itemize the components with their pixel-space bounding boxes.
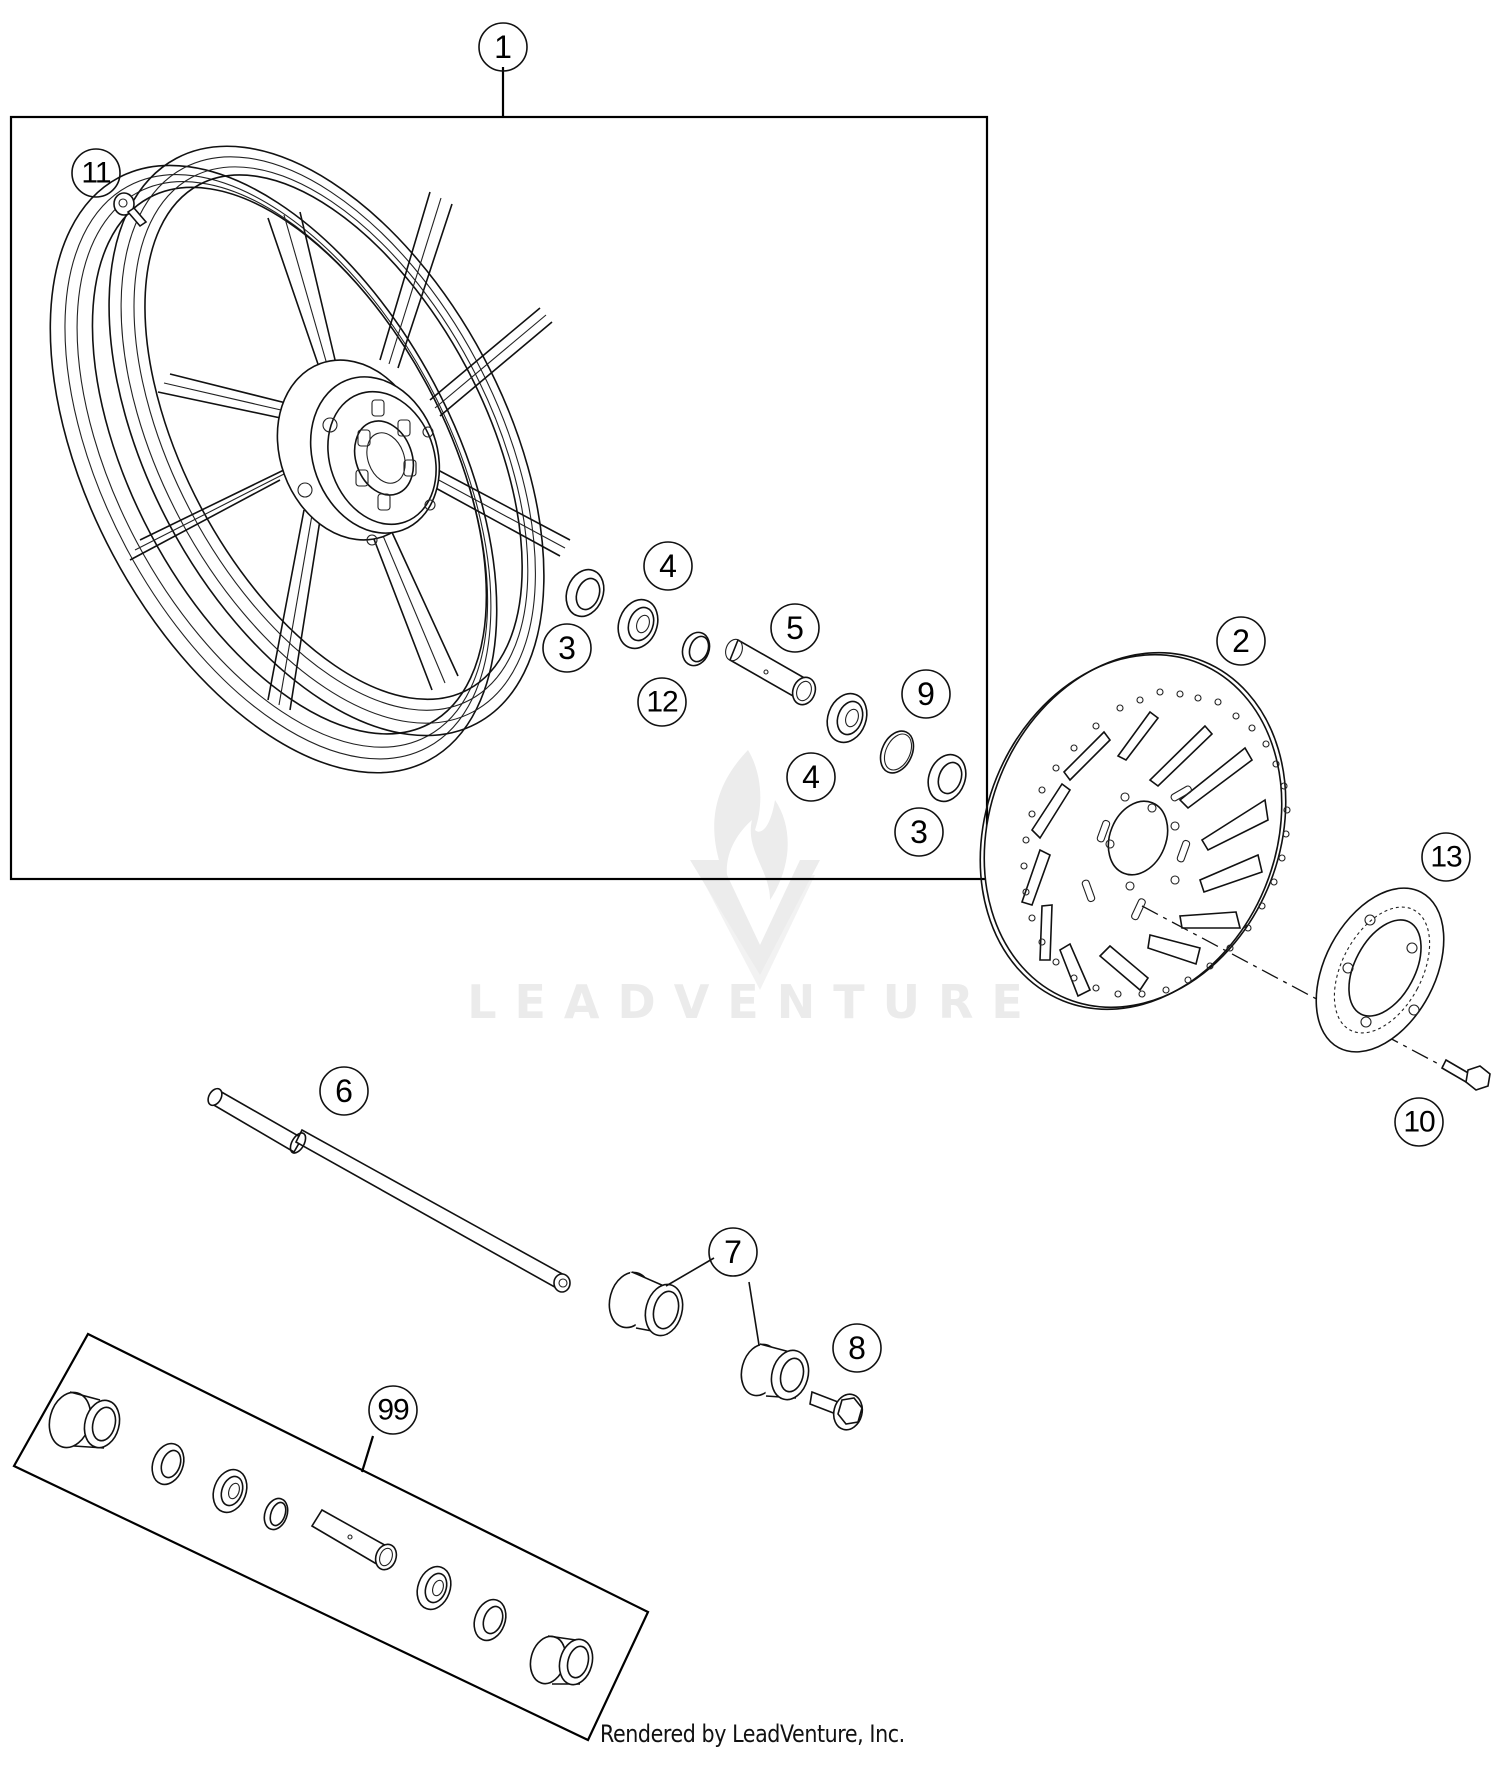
callout-4-left[interactable]: 4: [643, 541, 693, 591]
callout-5[interactable]: 5: [770, 603, 820, 653]
wheel-spindle-drawing: [207, 1087, 571, 1293]
spacer-left-drawing: [608, 1271, 684, 1337]
callout-10[interactable]: 10: [1394, 1097, 1444, 1147]
spacer-sleeve-drawing: [725, 638, 817, 706]
svg-text:3: 3: [558, 630, 576, 666]
callout-8[interactable]: 8: [832, 1323, 882, 1373]
svg-text:6: 6: [335, 1073, 353, 1109]
svg-text:3: 3: [910, 814, 928, 850]
svg-text:10: 10: [1403, 1106, 1435, 1139]
valve-drawing: [113, 192, 148, 228]
wheel-spokes: [129, 191, 571, 711]
svg-text:9: 9: [917, 676, 935, 712]
spacer-ring-drawing: [681, 631, 711, 667]
bearing-kit-frame: [12, 1332, 650, 1742]
svg-text:11: 11: [81, 157, 110, 190]
disc-drill-holes: [1020, 688, 1291, 998]
front-wheel-drawing: [49, 145, 545, 774]
right-shaft-seal-drawing: [927, 753, 967, 803]
brake-disc-drawing: [979, 651, 1291, 1011]
snap-ring-drawing: [879, 730, 915, 774]
footer-credit: Rendered by LeadVenture, Inc.: [600, 1720, 905, 1748]
right-bearing-drawing: [826, 692, 868, 744]
watermark-text: LEADVENTURE: [467, 975, 1041, 1029]
callout-11[interactable]: 11: [71, 148, 121, 198]
left-bearing-drawing: [617, 598, 659, 650]
bearing-kit-parts: [48, 1391, 594, 1686]
callout-2[interactable]: 2: [1216, 616, 1266, 666]
callout-1[interactable]: 1: [478, 22, 528, 72]
callout-3-right[interactable]: 3: [894, 807, 944, 857]
callout-12[interactable]: 12: [637, 677, 687, 727]
collar-screw-drawing: [809, 1390, 864, 1431]
flame-logo-icon: [690, 750, 820, 990]
callouts: 1 2 3 3 4 4 5 6: [71, 22, 1471, 1435]
callout-6[interactable]: 6: [319, 1066, 369, 1116]
left-shaft-seal-drawing: [565, 568, 605, 618]
svg-text:5: 5: [786, 610, 804, 646]
wheel-assembly-frame: [9, 67, 989, 881]
leadventure-watermark: LEADVENTURE: [467, 750, 1041, 1029]
svg-text:1: 1: [494, 29, 512, 65]
svg-text:12: 12: [646, 686, 678, 719]
callout-7[interactable]: 7: [708, 1227, 758, 1277]
svg-text:99: 99: [377, 1394, 409, 1427]
svg-text:2: 2: [1232, 623, 1250, 659]
callout-9[interactable]: 9: [901, 669, 951, 719]
disc-screw-drawing: [1440, 1058, 1491, 1091]
svg-text:4: 4: [659, 548, 677, 584]
svg-text:4: 4: [802, 759, 820, 795]
callout-7-leaders: [665, 1257, 760, 1346]
svg-text:7: 7: [724, 1234, 742, 1270]
svg-text:13: 13: [1430, 841, 1462, 874]
wheel-hub: [276, 359, 441, 546]
callout-3-left[interactable]: 3: [542, 623, 592, 673]
svg-text:8: 8: [848, 1330, 866, 1366]
callout-4-right[interactable]: 4: [786, 752, 836, 802]
abs-sensor-ring-drawing: [1315, 887, 1445, 1053]
spacer-right-drawing: [740, 1343, 810, 1401]
callout-99[interactable]: 99: [368, 1385, 418, 1435]
disc-bolt-axis-line: [1141, 905, 1447, 1069]
callout-13[interactable]: 13: [1421, 832, 1471, 882]
